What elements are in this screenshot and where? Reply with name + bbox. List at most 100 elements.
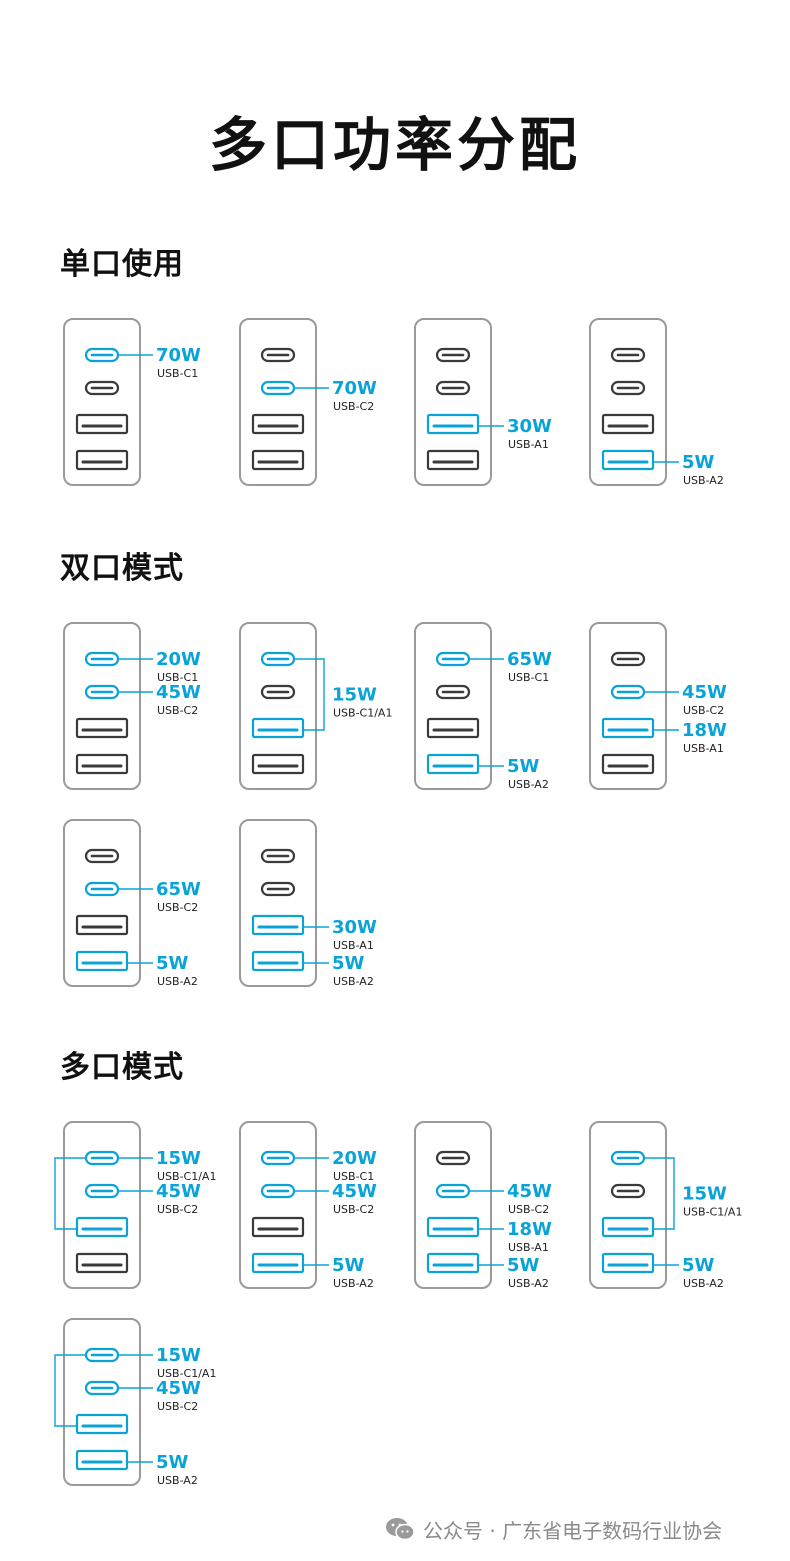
port-usb-c2-idle	[610, 1183, 646, 1199]
port-usb-c1-active	[84, 1150, 120, 1166]
port-usb-c2-active	[84, 881, 120, 897]
power-label: 5W	[156, 1452, 189, 1473]
port-label: USB-A2	[157, 1474, 198, 1487]
footer-text: 公众号 · 广东省电子数码行业协会	[423, 1518, 723, 1543]
port-label: USB-C2	[157, 1400, 198, 1413]
port-usb-c2-active	[610, 684, 646, 700]
power-label: 15W	[156, 1345, 201, 1366]
port-usb-a1-active	[601, 1216, 655, 1238]
shared-bracket	[54, 1157, 85, 1230]
footer: 公众号 · 广东省电子数码行业协会	[385, 1513, 722, 1545]
power-label: 20W	[156, 649, 201, 670]
port-usb-a2-active	[251, 1252, 305, 1274]
section-title-dual: 双口模式	[60, 551, 184, 586]
charger-body	[589, 318, 667, 486]
power-label: 70W	[156, 345, 201, 366]
port-usb-c2-idle	[260, 684, 296, 700]
port-label: USB-C2	[683, 704, 724, 717]
port-label: USB-C2	[157, 704, 198, 717]
port-usb-a1-idle	[75, 914, 129, 936]
port-label: USB-C2	[157, 1203, 198, 1216]
port-usb-c1-idle	[260, 848, 296, 864]
power-label: 5W	[332, 1255, 365, 1276]
charger-body	[589, 622, 667, 790]
power-label: 18W	[682, 720, 727, 741]
port-label: USB-C2	[333, 1203, 374, 1216]
port-usb-c2-active	[84, 1380, 120, 1396]
port-label: USB-A2	[333, 1277, 374, 1290]
charger-body	[63, 1121, 141, 1289]
port-usb-a2-idle	[251, 753, 305, 775]
port-usb-a2-active	[75, 1449, 129, 1471]
port-usb-c1-active	[610, 1150, 646, 1166]
charger-diagram-svg: 15WUSB-C1/A145WUSB-C220WUSB-C145WUSB-C25…	[54, 1121, 742, 1290]
charger-body	[63, 819, 141, 987]
port-label: USB-C2	[333, 400, 374, 413]
charger-body	[239, 819, 317, 987]
port-label: USB-A1	[508, 1241, 549, 1254]
port-usb-a2-idle	[75, 753, 129, 775]
wechat-icon	[386, 1518, 415, 1541]
port-usb-a1-idle	[601, 413, 655, 435]
power-label: 45W	[156, 1378, 201, 1399]
power-label: 70W	[332, 378, 377, 399]
port-usb-a2-active	[426, 1252, 480, 1274]
port-label: USB-C1/A1	[157, 1170, 216, 1183]
power-label: 15W	[156, 1148, 201, 1169]
port-usb-a1-active	[251, 914, 305, 936]
port-usb-a1-idle	[75, 717, 129, 739]
page-title: 多口功率分配	[208, 111, 581, 179]
port-usb-a2-idle	[601, 753, 655, 775]
shared-bracket	[54, 1354, 85, 1427]
port-usb-a1-active	[75, 1413, 129, 1435]
power-label: 15W	[332, 685, 377, 706]
power-label: 45W	[156, 682, 201, 703]
port-usb-c1-idle	[610, 347, 646, 363]
charger-body	[239, 318, 317, 486]
port-label: USB-A1	[508, 438, 549, 451]
port-usb-a1-idle	[75, 413, 129, 435]
power-label: 18W	[507, 1219, 552, 1240]
port-label: USB-A1	[683, 742, 724, 755]
power-label: 30W	[507, 416, 552, 437]
port-usb-c2-idle	[84, 380, 120, 396]
port-usb-a1-active	[426, 413, 480, 435]
port-usb-c1-active	[260, 651, 296, 667]
port-usb-a2-active	[251, 950, 305, 972]
power-label: 5W	[156, 953, 189, 974]
port-usb-a2-active	[601, 1252, 655, 1274]
port-usb-c2-idle	[610, 380, 646, 396]
shared-bracket	[645, 1157, 675, 1230]
port-usb-c1-active	[84, 1347, 120, 1363]
port-label: USB-C1/A1	[157, 1367, 216, 1380]
port-usb-c1-active	[84, 651, 120, 667]
port-usb-a2-idle	[426, 449, 480, 471]
port-label: USB-A2	[508, 778, 549, 791]
charger-body	[414, 318, 492, 486]
port-label: USB-A2	[157, 975, 198, 988]
charger-body	[63, 622, 141, 790]
charger-body	[414, 1121, 492, 1289]
power-label: 20W	[332, 1148, 377, 1169]
port-usb-a1-active	[601, 717, 655, 739]
port-usb-c1-idle	[260, 347, 296, 363]
section-title-single: 单口使用	[60, 247, 184, 282]
power-label: 5W	[682, 1255, 715, 1276]
port-usb-a2-idle	[75, 1252, 129, 1274]
port-usb-c2-idle	[435, 380, 471, 396]
port-label: USB-A2	[333, 975, 374, 988]
